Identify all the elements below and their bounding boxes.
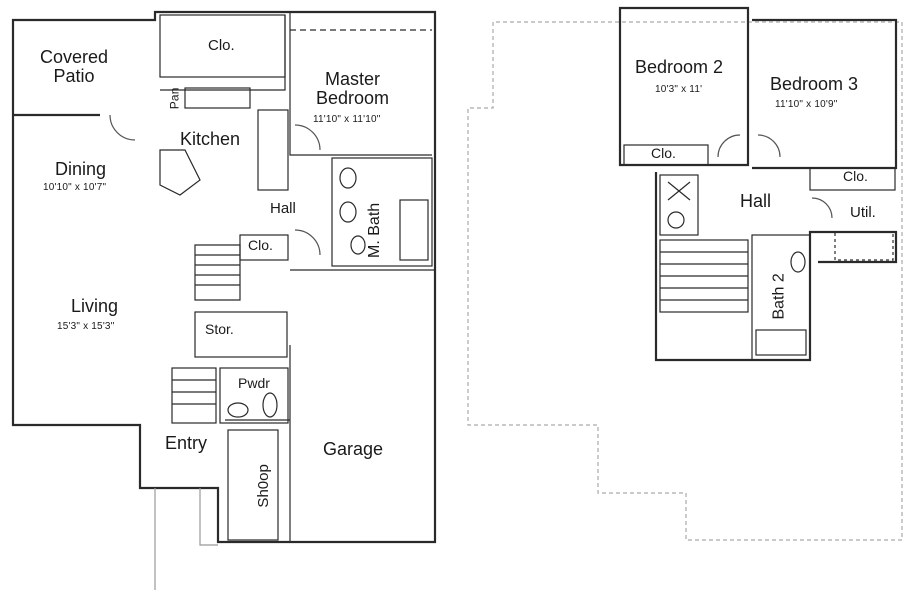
hall-second-label: Hall — [740, 191, 772, 211]
master-bedroom-dims: 11'10" x 11'10" — [313, 114, 381, 125]
dining-label: Dining — [55, 159, 107, 179]
master-bath-label: M. Bath — [366, 202, 384, 258]
closet-top-label: Clo. — [208, 37, 235, 54]
bedroom3-label: Bedroom 3 — [770, 74, 859, 94]
bedroom2-label: Bedroom 2 — [635, 57, 724, 77]
second-floor-walls — [467, 6, 903, 541]
bath2-label: Bath 2 — [770, 273, 788, 320]
pantry-label: Pan — [167, 87, 182, 110]
kitchen-label: Kitchen — [180, 129, 241, 149]
covered-patio-label: Covered Patio — [40, 47, 109, 86]
bedroom3-dims: 11'10" x 10'9" — [775, 99, 838, 110]
powder-label: Pwdr — [238, 375, 270, 391]
closet-bedroom3-label: Clo. — [843, 168, 868, 184]
hall-first-label: Hall — [270, 200, 296, 217]
garage-label: Garage — [323, 439, 384, 459]
entry-label: Entry — [165, 433, 208, 453]
closet-bedroom2-label: Clo. — [651, 145, 676, 161]
bedroom2-dims: 10'3" x 11' — [655, 84, 703, 95]
master-bedroom-label: Master Bedroom — [316, 69, 390, 108]
first-floor-walls — [11, 10, 437, 590]
living-dims: 15'3" x 15'3" — [57, 321, 115, 332]
utility-label: Util. — [850, 204, 876, 221]
storage-label: Stor. — [205, 321, 234, 337]
dining-dims: 10'10" x 10'7" — [43, 182, 107, 193]
hall-closet-label: Clo. — [248, 237, 273, 253]
living-label: Living — [71, 296, 119, 316]
shop-label: Sh0op — [254, 464, 272, 508]
